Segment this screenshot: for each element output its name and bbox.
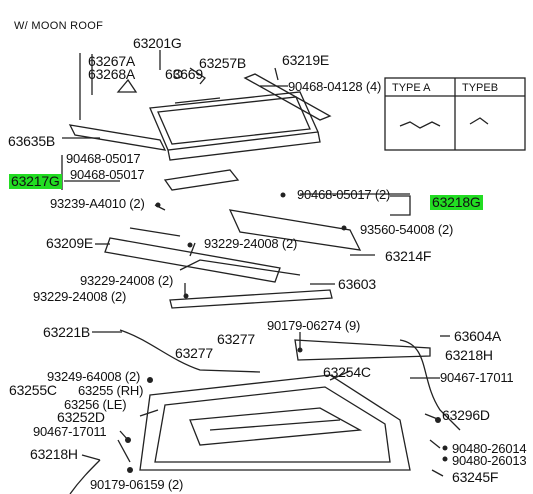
part-63255C[interactable]: 63255C — [9, 382, 57, 398]
part-63245F[interactable]: 63245F — [452, 469, 499, 485]
part-63268A[interactable]: 63268A — [88, 66, 136, 82]
part-63296D[interactable]: 63296D — [442, 407, 490, 423]
part-90468-04128[interactable]: 90468-04128 (4) — [288, 79, 382, 94]
part-63635B[interactable]: 63635B — [8, 133, 56, 149]
part-63255-rh[interactable]: 63255 (RH) — [78, 383, 144, 398]
weatherstrip — [243, 73, 332, 121]
type-a-header: TYPE A — [392, 82, 431, 94]
part-63669[interactable]: 63669 — [165, 66, 203, 82]
part-63254C[interactable]: 63254C — [323, 364, 371, 380]
part-63209E[interactable]: 63209E — [46, 235, 94, 251]
glass-inner — [157, 96, 311, 145]
part-63218H-b[interactable]: 63218H — [30, 446, 78, 462]
part-63277-a[interactable]: 63277 — [217, 331, 255, 347]
part-63267A[interactable]: 63267A — [88, 53, 136, 69]
frame-a — [104, 237, 281, 283]
part-63218H-a[interactable]: 63218H — [445, 347, 493, 363]
part-93249-64008[interactable]: 93249-64008 (2) — [47, 369, 141, 384]
part-63256[interactable]: 63256 (LE) — [64, 397, 127, 412]
part-90179-06274[interactable]: 90179-06274 (9) — [267, 318, 361, 333]
part-63218G-highlighted[interactable]: 63218G — [430, 194, 483, 210]
drain-hose-right — [399, 339, 461, 431]
part-93560-54008[interactable]: 93560-54008 (2) — [360, 222, 454, 237]
part-63217G-highlighted[interactable]: 63217G — [9, 173, 62, 189]
part-90468-05017-a[interactable]: 90468-05017 — [66, 151, 141, 166]
part-63252D[interactable]: 63252D — [57, 409, 105, 425]
part-63604A[interactable]: 63604A — [454, 328, 502, 344]
lower-frame — [139, 374, 411, 471]
part-93229-24008-a[interactable]: 93229-24008 (2) — [204, 236, 298, 251]
drive-cable — [119, 329, 261, 373]
part-90467-17011-b[interactable]: 90467-17011 — [33, 424, 107, 439]
part-63219E[interactable]: 63219E — [282, 52, 330, 68]
left-rail — [68, 124, 167, 151]
part-63201G[interactable]: 63201G — [133, 35, 182, 51]
part-90467-17011-a[interactable]: 90467-17011 — [440, 370, 514, 385]
part-63257B[interactable]: 63257B — [199, 55, 247, 71]
part-90179-06159[interactable]: 90179-06159 (2) — [90, 477, 184, 492]
frame-b — [228, 209, 362, 251]
part-63603[interactable]: 63603 — [338, 276, 376, 292]
part-93239-A4010[interactable]: 93239-A4010 (2) — [50, 196, 145, 211]
part-90480-26013[interactable]: 90480-26013 — [452, 453, 527, 468]
diagram-title: W/ MOON ROOF — [14, 20, 104, 32]
part-63214F[interactable]: 63214F — [385, 248, 432, 264]
part-93229-24008-c[interactable]: 93229-24008 (2) — [33, 289, 127, 304]
cable-rail — [169, 289, 333, 309]
part-90468-05017-c[interactable]: 90468-05017 (2) — [297, 187, 391, 202]
part-90468-05017-b[interactable]: 90468-05017 — [70, 167, 145, 182]
glass-panel — [149, 91, 319, 151]
part-63277-b[interactable]: 63277 — [175, 345, 213, 361]
part-93229-24008-b[interactable]: 93229-24008 (2) — [80, 273, 174, 288]
type-b-header: TYPEB — [462, 82, 499, 94]
part-63221B[interactable]: 63221B — [43, 324, 91, 340]
part-90480-26014[interactable]: 90480-26014 — [452, 441, 527, 456]
